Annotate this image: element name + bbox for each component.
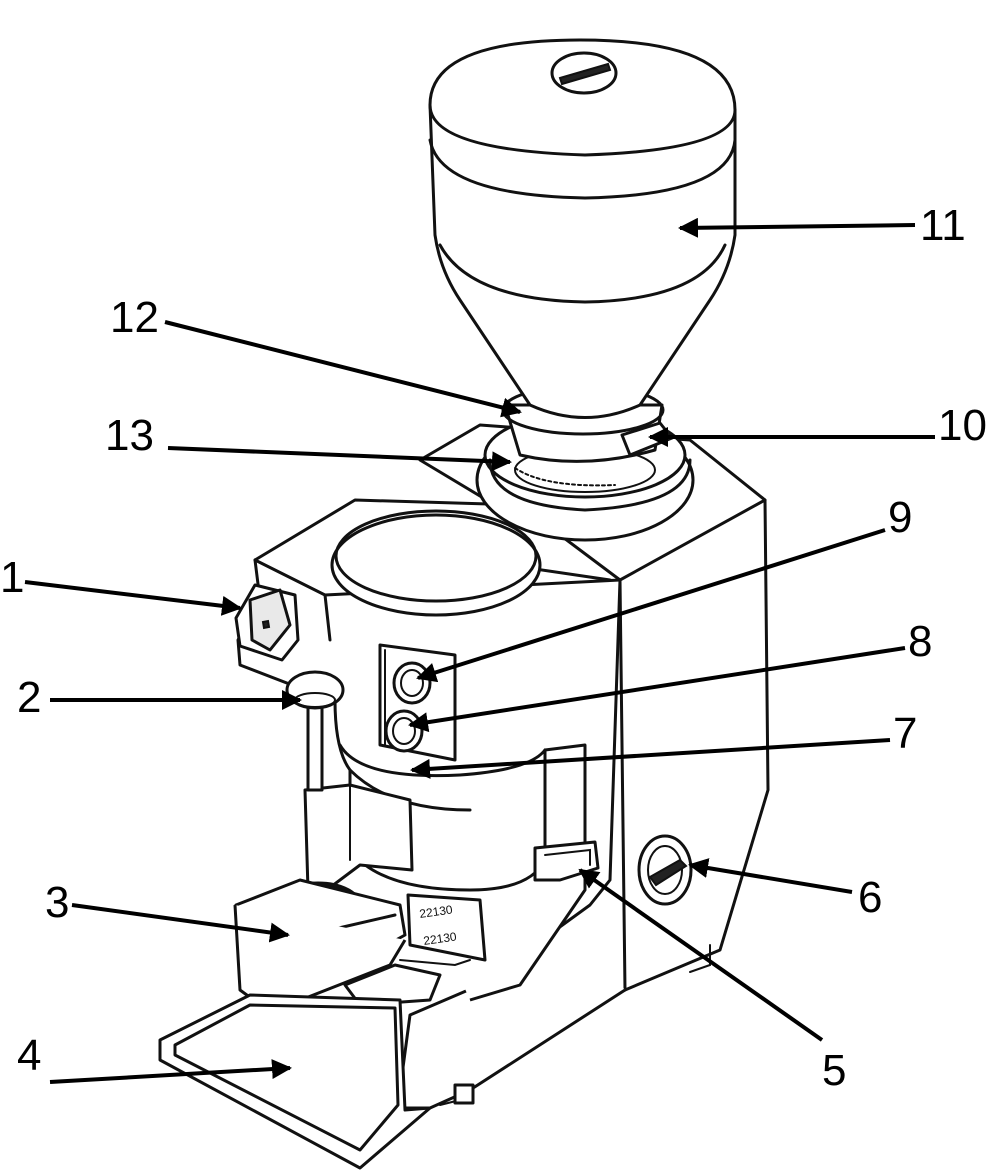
arrow-6 xyxy=(688,858,853,894)
button-upper xyxy=(392,661,432,705)
callout-9: 9 xyxy=(888,493,912,542)
callout-7: 7 xyxy=(893,709,917,758)
code-text-1: 22130 xyxy=(418,902,453,921)
arrow-13 xyxy=(167,446,512,472)
callout-6: 6 xyxy=(858,873,882,922)
callout-5: 5 xyxy=(822,1046,846,1095)
callout-4: 4 xyxy=(17,1031,41,1080)
bean-hopper xyxy=(428,38,737,419)
callout-10: 10 xyxy=(938,401,987,450)
power-switch xyxy=(234,583,300,662)
doser-lid xyxy=(330,509,542,617)
callout-8: 8 xyxy=(908,617,932,666)
code-text-2: 22130 xyxy=(422,929,457,948)
callout-1: 1 xyxy=(0,553,24,602)
arrow-12 xyxy=(164,320,522,418)
callout-arrows xyxy=(24,217,935,1084)
arrow-3 xyxy=(71,903,290,943)
arrow-5 xyxy=(578,868,824,1042)
lever-knob xyxy=(285,670,345,792)
callout-3: 3 xyxy=(45,878,69,927)
drip-tray xyxy=(158,993,475,1170)
callout-labels: 1 2 3 4 5 6 7 8 9 10 11 12 13 xyxy=(0,201,987,1095)
arrow-7 xyxy=(410,738,891,779)
button-lower xyxy=(384,709,424,753)
arrow-9 xyxy=(416,528,886,683)
callout-12: 12 xyxy=(110,293,159,342)
arrow-11 xyxy=(678,217,916,238)
grinder-illustration: 22130 22130 xyxy=(158,38,770,1170)
code-sticker: 22130 22130 xyxy=(406,893,487,962)
arrow-4 xyxy=(49,1059,292,1084)
arrow-8 xyxy=(408,646,906,733)
callout-2: 2 xyxy=(17,673,41,722)
callout-11: 11 xyxy=(920,201,966,250)
arrow-1 xyxy=(24,580,242,616)
callout-13: 13 xyxy=(105,411,154,460)
side-knob xyxy=(637,834,693,906)
